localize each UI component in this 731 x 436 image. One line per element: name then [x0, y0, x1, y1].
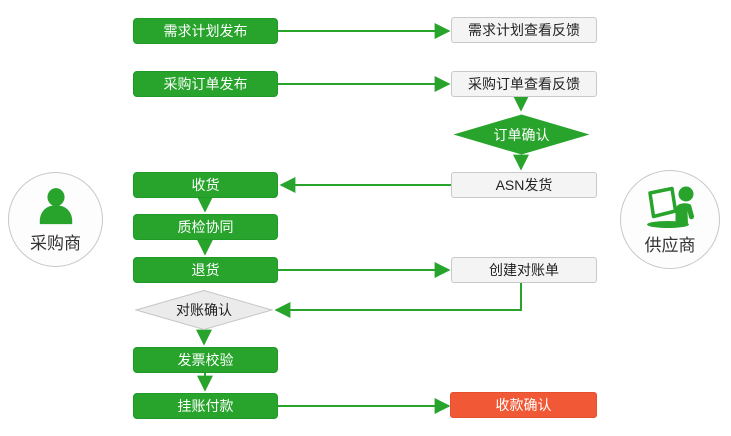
- flow-node-statement-confirm: 对账确认: [135, 290, 273, 330]
- actor-supplier: 供应商: [620, 170, 720, 269]
- flow-node-order-confirm-label: 订单确认: [493, 126, 550, 143]
- flow-node-po-feedback: 采购订单查看反馈: [451, 71, 597, 97]
- flow-node-return-goods: 退货: [133, 257, 278, 283]
- flow-node-asn-ship: ASN发货: [451, 172, 597, 198]
- flow-node-demand-plan-publish: 需求计划发布: [133, 18, 278, 44]
- flow-node-statement-confirm-label: 对账确认: [176, 302, 232, 318]
- flow-node-quality-collab: 质检协同: [133, 214, 278, 240]
- flow-node-create-statement: 创建对账单: [451, 257, 597, 283]
- flow-node-collection-confirm: 收款确认: [450, 392, 597, 418]
- actor-supplier-label: 供应商: [644, 235, 696, 255]
- flow-node-invoice-check: 发票校验: [133, 347, 278, 373]
- actor-buyer-label: 采购商: [30, 233, 81, 253]
- person-laptop-icon: [642, 186, 698, 228]
- flow-node-order-confirm: 订单确认: [453, 114, 590, 155]
- actor-buyer: 采购商: [8, 172, 103, 267]
- flow-node-po-publish: 采购订单发布: [133, 71, 278, 97]
- flow-node-demand-plan-feedback: 需求计划查看反馈: [451, 17, 597, 43]
- flow-node-payment-on-account: 挂账付款: [133, 393, 278, 419]
- flow-node-receive-goods: 收货: [133, 172, 278, 198]
- edge-statement-to-confirm: [274, 283, 522, 318]
- person-icon: [38, 187, 74, 226]
